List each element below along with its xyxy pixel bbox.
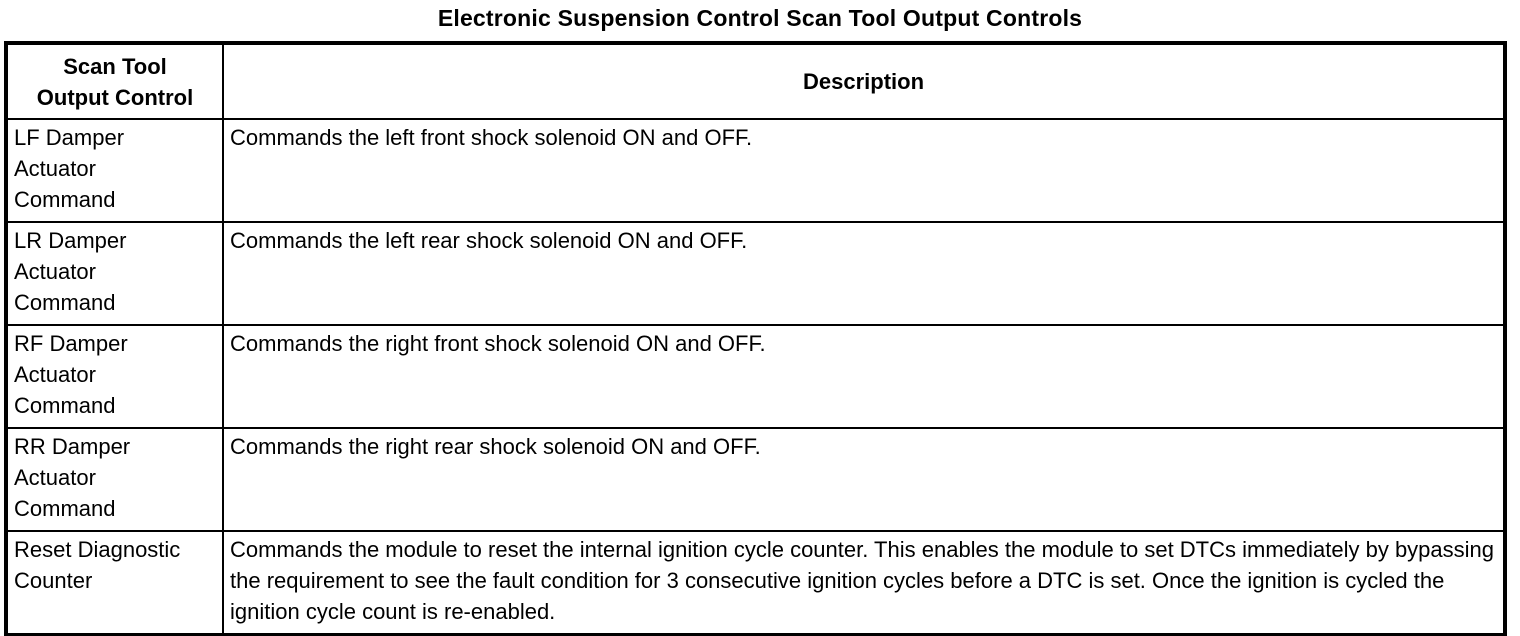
control-cell: Reset Diagnostic Counter <box>5 530 224 636</box>
control-cell: RR Damper Actuator Command <box>5 427 224 532</box>
description-cell: Commands the left front shock solenoid O… <box>222 118 1506 223</box>
description-cell: Commands the right front shock solenoid … <box>222 324 1506 429</box>
column-header-control: Scan Tool Output Control <box>5 42 224 120</box>
table-title: Electronic Suspension Control Scan Tool … <box>437 5 1083 31</box>
output-controls-table: Scan Tool Output Control Description LF … <box>4 41 1507 636</box>
table-row: LF Damper Actuator Command Commands the … <box>5 118 1506 223</box>
table-row: LR Damper Actuator Command Commands the … <box>5 221 1506 326</box>
description-cell: Commands the left rear shock solenoid ON… <box>222 221 1506 326</box>
control-cell: LR Damper Actuator Command <box>5 221 224 326</box>
header-row: Scan Tool Output Control Description <box>5 42 1506 120</box>
table-row: RF Damper Actuator Command Commands the … <box>5 324 1506 429</box>
control-cell: LF Damper Actuator Command <box>5 118 224 223</box>
table-row: Reset Diagnostic Counter Commands the mo… <box>5 530 1506 636</box>
description-cell: Commands the right rear shock solenoid O… <box>222 427 1506 532</box>
control-cell: RF Damper Actuator Command <box>5 324 224 429</box>
table-row: RR Damper Actuator Command Commands the … <box>5 427 1506 532</box>
description-cell: Commands the module to reset the interna… <box>222 530 1506 636</box>
column-header-description: Description <box>222 42 1506 120</box>
